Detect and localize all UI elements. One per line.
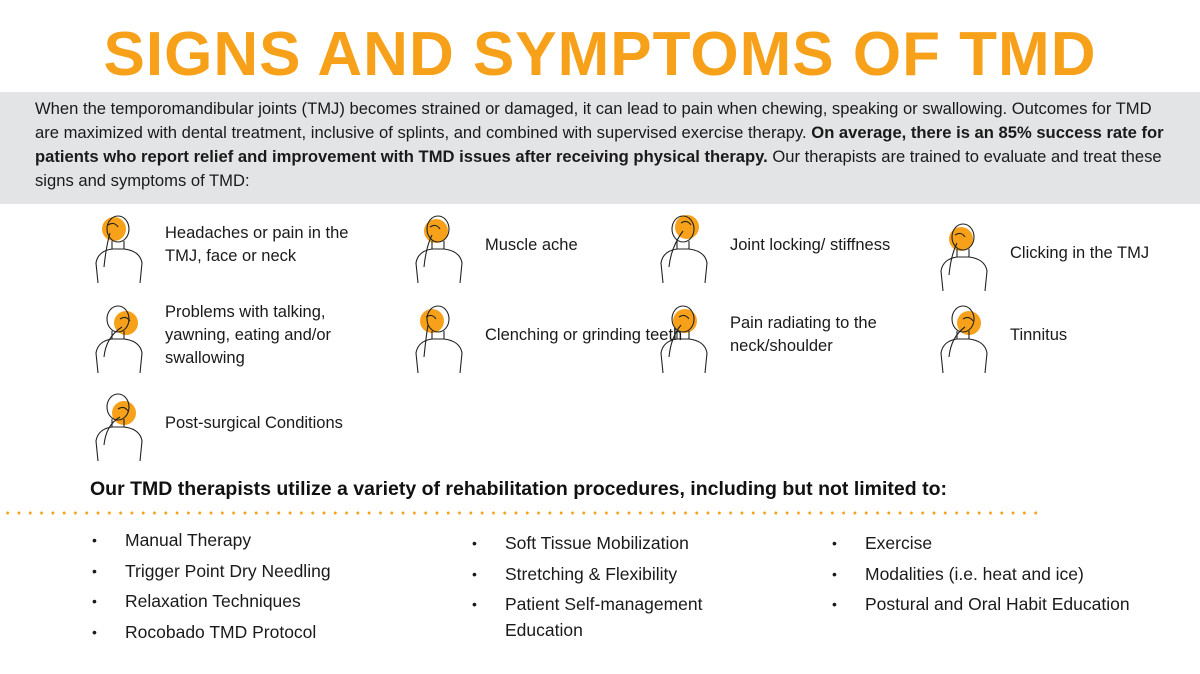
symptom-item: Headaches or pain in the TMJ, face or ne…	[90, 207, 365, 283]
page-title: SIGNS AND SYMPTOMS OF TMD	[103, 20, 1097, 89]
procedures-column-3: ExerciseModalities (i.e. heat and ice)Po…	[832, 528, 1132, 617]
procedure-item: Manual Therapy	[92, 525, 392, 556]
symptom-label: Pain radiating to the neck/shoulder	[730, 314, 877, 355]
symptom-label: Joint locking/ stiffness	[730, 235, 891, 254]
intro-text: When the temporomandibular joints (TMJ) …	[35, 97, 1180, 193]
symptom-item: Tinnitus	[935, 297, 1200, 373]
symptom-label: Problems with talking, yawning, eating a…	[165, 302, 332, 367]
intro-text-1: When the temporomandibular joints (TMJ) …	[35, 99, 1152, 142]
clicking-icon	[940, 223, 988, 291]
muscle-ache-icon	[415, 215, 463, 283]
procedure-item: Soft Tissue Mobilization	[472, 528, 762, 559]
joint-locking-icon	[660, 215, 708, 283]
symptom-label: Tinnitus	[1010, 325, 1068, 344]
procedure-item: Rocobado TMD Protocol	[92, 617, 392, 648]
procedure-item: Stretching & Flexibility	[472, 559, 762, 590]
procedure-item: Postural and Oral Habit Education	[832, 589, 1132, 617]
tinnitus-icon	[940, 305, 988, 373]
procedures-column-2: Soft Tissue MobilizationStretching & Fle…	[472, 528, 762, 643]
procedure-item: Modalities (i.e. heat and ice)	[832, 559, 1132, 590]
procedures-column-1: Manual TherapyTrigger Point Dry Needling…	[92, 525, 392, 647]
intro-text-2: Our therapists are trained to evaluate a…	[35, 147, 1162, 190]
symptom-label: Clicking in the TMJ	[1010, 243, 1150, 262]
symptom-item: Joint locking/ stiffness	[655, 207, 930, 283]
procedures-heading: Our TMD therapists utilize a variety of …	[90, 478, 947, 500]
symptom-item: Muscle ache	[410, 207, 685, 283]
symptom-item: Clicking in the TMJ	[935, 215, 1200, 291]
symptom-item: Post-surgical Conditions	[90, 385, 365, 461]
talking-problem-icon	[95, 305, 143, 373]
symptom-label: Clenching or grinding teeth	[485, 325, 683, 344]
intro-highlight: On average, there is an 85% success rate…	[35, 123, 1164, 166]
clenching-icon	[415, 305, 463, 373]
procedure-item: Trigger Point Dry Needling	[92, 556, 392, 587]
post-surgical-icon	[95, 393, 143, 461]
symptom-item: Problems with talking, yawning, eating a…	[90, 297, 365, 373]
neck-pain-icon	[660, 305, 708, 373]
symptom-label: Post-surgical Conditions	[165, 413, 343, 432]
symptom-item: Pain radiating to the neck/shoulder	[655, 297, 930, 373]
intro-band	[0, 92, 1200, 204]
symptom-item: Clenching or grinding teeth	[410, 297, 685, 373]
head-pain-icon	[95, 215, 143, 283]
dotted-divider	[2, 511, 1038, 515]
procedure-item: Relaxation Techniques	[92, 586, 392, 617]
symptom-label: Muscle ache	[485, 235, 578, 254]
procedure-item: Patient Self-management Education	[472, 589, 762, 643]
procedure-item: Exercise	[832, 528, 1132, 559]
symptom-label: Headaches or pain in the TMJ, face or ne…	[165, 224, 349, 265]
